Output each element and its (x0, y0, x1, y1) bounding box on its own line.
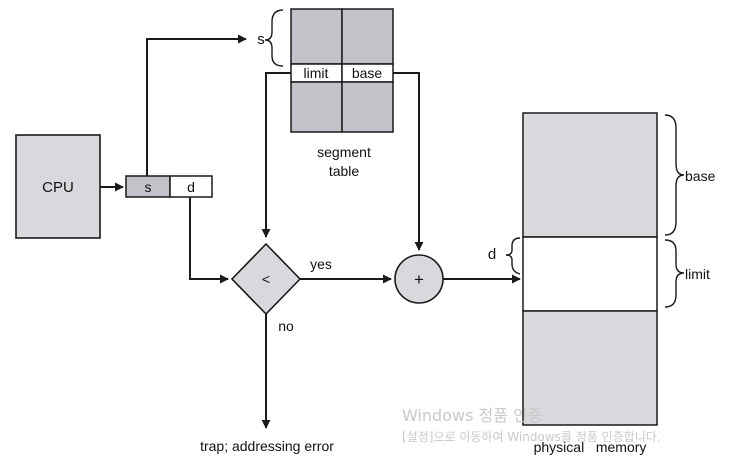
base-brace (664, 114, 685, 236)
memory-limit-label: limit (685, 266, 710, 282)
cpu-box (15, 134, 101, 239)
memory-segment-block (522, 236, 658, 312)
segment-pointer-label: s (257, 31, 265, 48)
segment-table-caption-line1: segment (317, 144, 371, 160)
yes-label: yes (310, 256, 332, 272)
limit-to-compare-arrow (261, 72, 291, 238)
activation-watermark-subtitle: [설정]으로 이동하여 Windows를 정품 인증합니다. (402, 430, 661, 444)
memory-top-block (522, 112, 658, 238)
segment-table-limit-label: limit (304, 65, 329, 81)
offset-label: d (488, 246, 496, 263)
trap-label: trap; addressing error (200, 438, 334, 454)
segment-table-base-label: base (352, 65, 383, 81)
segment-table-top-right (341, 8, 394, 65)
offset-brace (505, 237, 521, 275)
adder-symbol: + (414, 270, 424, 289)
activation-watermark-title: Windows 정품 인증 (402, 406, 543, 425)
segment-table-top-left (290, 8, 343, 65)
address-s-label: s (145, 179, 152, 195)
limit-brace (664, 239, 685, 308)
segment-table-bottom-right (341, 81, 394, 133)
no-label: no (278, 318, 294, 334)
base-to-adder-arrow (393, 72, 424, 251)
address-d-label: d (187, 179, 195, 195)
offset-to-compare-arrow (189, 197, 229, 284)
segment-table-caption-line2: table (329, 163, 360, 179)
memory-bottom-block (522, 310, 658, 426)
memory-base-label: base (685, 168, 716, 184)
segment-index-brace (264, 9, 284, 67)
memory-caption: physical memory (534, 439, 647, 455)
segment-table-bottom-left (290, 81, 343, 133)
segment-number-arrow (146, 34, 247, 176)
cpu-label: CPU (42, 179, 74, 196)
compare-symbol: < (262, 271, 270, 287)
